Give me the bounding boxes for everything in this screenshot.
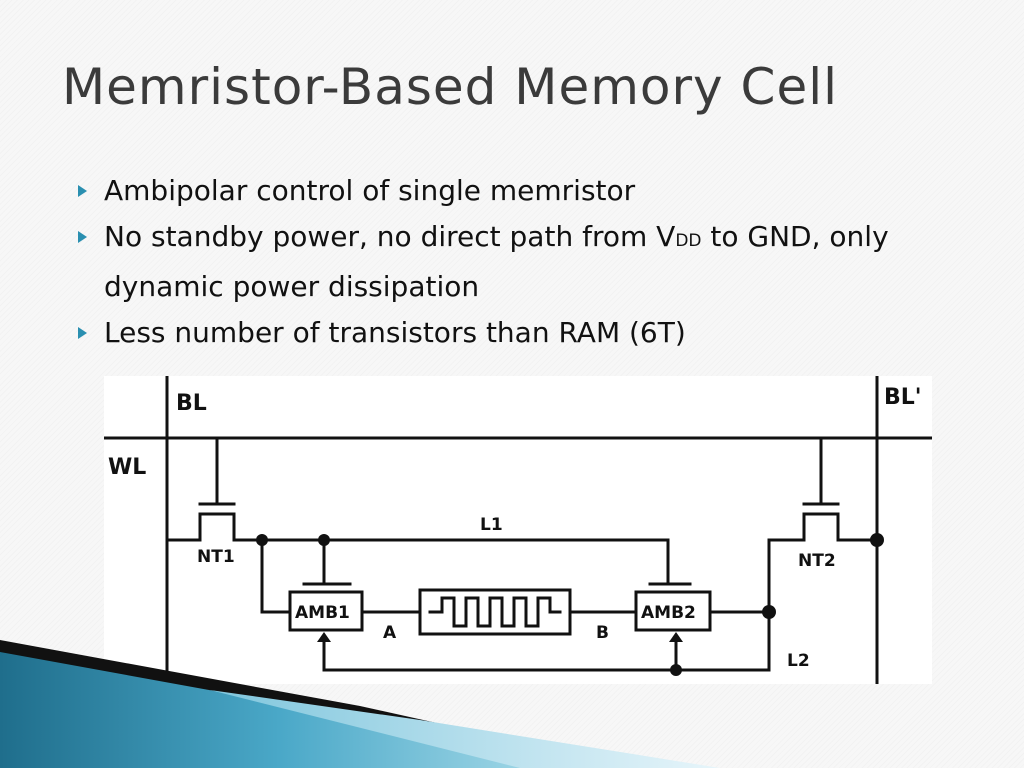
amb2-arrow-icon xyxy=(669,632,683,642)
nt2-left xyxy=(767,512,806,542)
slide-title: Memristor-Based Memory Cell xyxy=(62,58,838,116)
bullet-text-pre: No standby power, no direct path from V xyxy=(104,220,676,253)
memristor-zigzag-icon xyxy=(428,596,562,628)
amb2-box xyxy=(634,590,712,632)
nt1-to-amb1 xyxy=(260,538,292,614)
l2-wire xyxy=(322,640,771,672)
label-bl: BL xyxy=(176,391,207,416)
nt1-source xyxy=(165,512,202,542)
label-l1: L1 xyxy=(480,515,503,535)
label-nt1: NT1 xyxy=(197,547,235,567)
bullet-list: Ambipolar control of single memristor No… xyxy=(76,168,996,356)
memory-cell-circuit: BL BL' WL NT1 NT2 L1 L2 AMB1 AMB2 A B xyxy=(104,376,932,684)
label-l2: L2 xyxy=(787,651,810,671)
bullet-item-2: No standby power, no direct path from VD… xyxy=(76,214,996,310)
label-bl-prime: BL' xyxy=(884,385,922,410)
junction-dot xyxy=(670,664,682,676)
bullet-text-post: to GND, only dynamic power dissipation xyxy=(104,220,889,303)
nt2-right xyxy=(836,512,879,542)
junction-dot xyxy=(870,533,884,547)
decorative-swoosh xyxy=(0,640,720,768)
bullet-text: Ambipolar control of single memristor xyxy=(104,174,636,207)
vdd-subscript: DD xyxy=(675,231,702,251)
label-amb1: AMB1 xyxy=(295,603,350,623)
bullet-item-1: Ambipolar control of single memristor xyxy=(76,168,996,214)
label-amb2: AMB2 xyxy=(641,603,696,623)
label-b: B xyxy=(596,623,609,643)
junction-dot xyxy=(256,534,268,546)
triangle-bullet-icon xyxy=(78,327,87,339)
label-wl: WL xyxy=(108,455,146,480)
triangle-bullet-icon xyxy=(78,231,87,243)
junction-dot xyxy=(762,605,776,619)
bullet-text: Less number of transistors than RAM (6T) xyxy=(104,316,686,349)
triangle-bullet-icon xyxy=(78,185,87,197)
label-a: A xyxy=(383,623,397,643)
amb1-box xyxy=(288,590,364,632)
amb1-arrow-icon xyxy=(317,632,331,642)
nt1-drain xyxy=(232,512,264,542)
bullet-item-3: Less number of transistors than RAM (6T) xyxy=(76,310,996,356)
junction-dot xyxy=(318,534,330,546)
label-nt2: NT2 xyxy=(798,551,836,571)
